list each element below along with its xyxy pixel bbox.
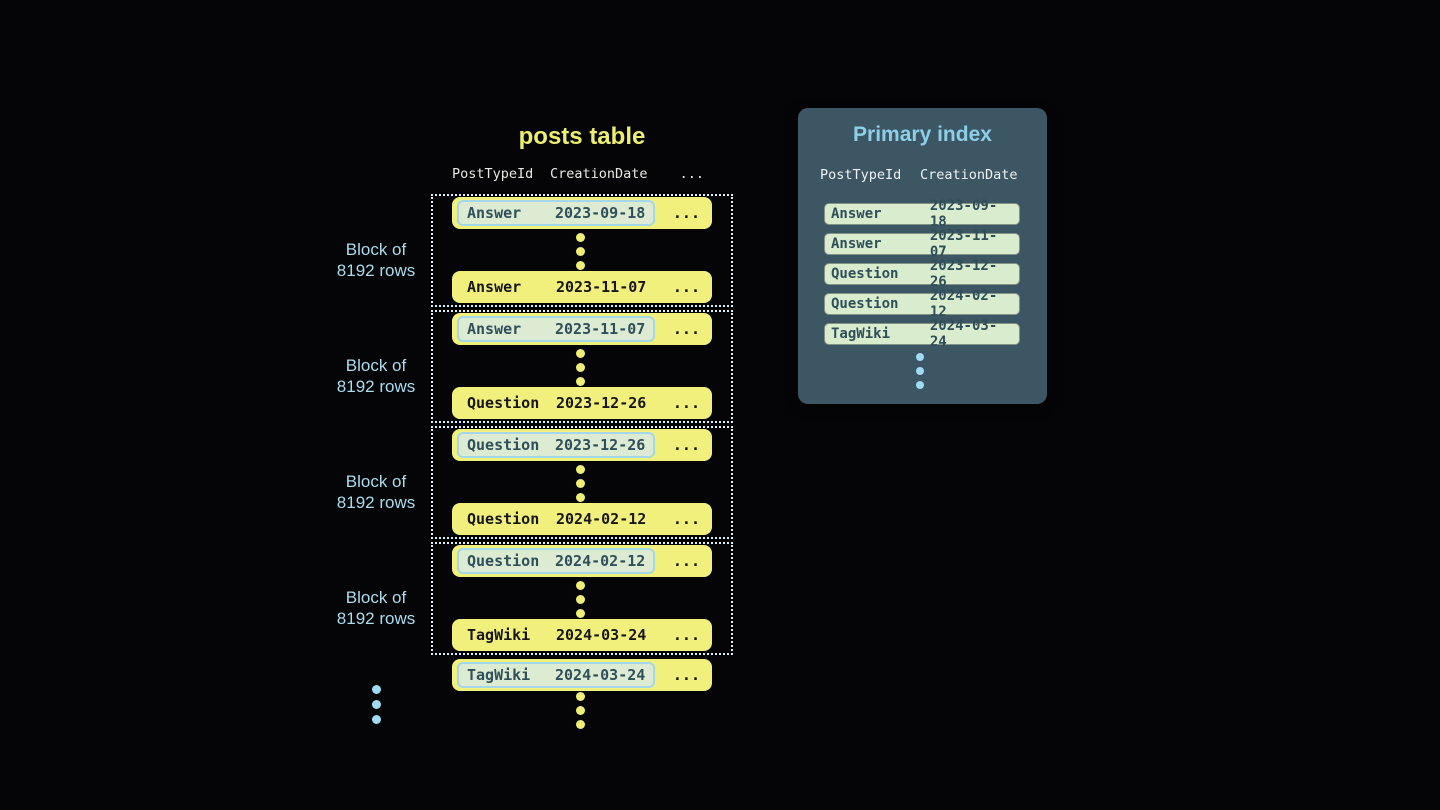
index-entry: Answer 2023-09-18 [824, 198, 1020, 230]
more-columns-ellipsis: ... [672, 666, 700, 684]
table-row: TagWiki 2024-03-24 ... [452, 619, 712, 651]
index-entry: Question 2024-02-12 [824, 288, 1020, 320]
table-row: Question 2024-02-12 ... [452, 503, 712, 535]
cell-creation-date: 2024-02-12 [555, 552, 646, 570]
cell-post-type: TagWiki [831, 326, 891, 342]
block-label-line1: Block of [345, 240, 407, 259]
more-columns-ellipsis: ... [672, 436, 700, 454]
index-entry: TagWiki 2024-03-24 [824, 318, 1020, 350]
cell-post-type: Question [467, 436, 540, 454]
column-header-creationdate: CreationDate [550, 166, 648, 182]
primary-index-title: Primary index [853, 123, 992, 146]
index-entry: Answer 2023-11-07 [824, 228, 1020, 260]
cell-creation-date: 2024-02-12 [556, 510, 647, 528]
more-columns-ellipsis: ... [672, 626, 700, 644]
table-row: Question 2023-12-26 ... [452, 387, 712, 419]
block-label-line1: Block of [345, 588, 407, 607]
block-label-line2: 8192 rows [336, 493, 416, 512]
cell-post-type: Answer [467, 278, 522, 296]
block-label-line1: Block of [345, 356, 407, 375]
hidden-rows-dots [576, 581, 585, 618]
cell-post-type: TagWiki [467, 626, 531, 644]
cell-creation-date: 2023-11-07 [556, 278, 647, 296]
cell-post-type: Question [467, 510, 540, 528]
cell-post-type: Question [831, 296, 899, 312]
hidden-rows-dots [576, 349, 585, 386]
more-entries-dots [916, 353, 924, 389]
block-label-1: Block of 8192 rows [306, 239, 446, 281]
cell-creation-date: 2023-11-07 [555, 320, 646, 338]
column-header-posttypeid: PostTypeId [820, 167, 902, 183]
primary-index-column-header: PostTypeId CreationDate [820, 167, 1020, 183]
more-columns-ellipsis: ... [672, 394, 700, 412]
hidden-rows-dots [576, 233, 585, 270]
cell-post-type: Answer [467, 320, 522, 338]
block-label-2: Block of 8192 rows [306, 355, 446, 397]
cell-post-type: Question [467, 552, 540, 570]
more-rows-dots [576, 692, 585, 729]
indexed-entry-highlight: Answer 2023-11-07 [457, 316, 656, 342]
more-blocks-dots [372, 685, 381, 724]
block-label-line1: Block of [345, 472, 407, 491]
cell-post-type: Question [831, 266, 899, 282]
posts-table-column-header: PostTypeId CreationDate ... [452, 166, 704, 182]
cell-creation-date: 2024-02-12 [929, 288, 998, 320]
block-label-line2: 8192 rows [336, 261, 416, 280]
cell-post-type: Question [467, 394, 540, 412]
posts-table-title: posts table [518, 123, 646, 150]
row-block-3-border [431, 426, 733, 539]
row-block-2-border [431, 310, 733, 423]
cell-creation-date: 2023-11-07 [929, 228, 998, 260]
cell-creation-date: 2023-09-18 [929, 198, 998, 230]
primary-index-panel: Primary index PostTypeId CreationDate An… [798, 108, 1047, 404]
table-row: Question 2023-12-26 ... [452, 429, 712, 461]
cell-post-type: Answer [467, 204, 522, 222]
table-row: Answer 2023-11-07 ... [452, 271, 712, 303]
more-columns-ellipsis: ... [672, 552, 700, 570]
cell-creation-date: 2023-09-18 [555, 204, 646, 222]
column-header-creationdate: CreationDate [920, 167, 1018, 183]
row-block-4-border [431, 542, 733, 655]
indexed-entry-highlight: TagWiki 2024-03-24 [457, 662, 656, 688]
overflow-row: TagWiki 2024-03-24 ... [452, 659, 712, 691]
cell-creation-date: 2024-03-24 [929, 318, 998, 350]
more-columns-ellipsis: ... [672, 278, 700, 296]
more-columns-ellipsis: ... [672, 510, 700, 528]
cell-creation-date: 2023-12-26 [555, 436, 646, 454]
table-row: Question 2024-02-12 ... [452, 545, 712, 577]
block-label-4: Block of 8192 rows [306, 587, 446, 629]
table-row: Answer 2023-11-07 ... [452, 313, 712, 345]
cell-post-type: TagWiki [467, 666, 531, 684]
cell-post-type: Answer [831, 206, 882, 222]
indexed-entry-highlight: Answer 2023-09-18 [457, 200, 656, 226]
indexed-entry-highlight: Question 2024-02-12 [457, 548, 656, 574]
more-columns-ellipsis: ... [672, 320, 700, 338]
cell-post-type: Answer [831, 236, 882, 252]
block-label-line2: 8192 rows [336, 377, 416, 396]
cell-creation-date: 2024-03-24 [556, 626, 647, 644]
block-label-3: Block of 8192 rows [306, 471, 446, 513]
cell-creation-date: 2024-03-24 [555, 666, 646, 684]
index-entry: Question 2023-12-26 [824, 258, 1020, 290]
hidden-rows-dots [576, 465, 585, 502]
table-row: Answer 2023-09-18 ... [452, 197, 712, 229]
row-block-1-border [431, 194, 733, 307]
indexed-entry-highlight: Question 2023-12-26 [457, 432, 656, 458]
block-label-line2: 8192 rows [336, 609, 416, 628]
cell-creation-date: 2023-12-26 [929, 258, 998, 290]
column-header-posttypeid: PostTypeId [452, 166, 534, 182]
more-columns-ellipsis: ... [679, 166, 704, 182]
cell-creation-date: 2023-12-26 [556, 394, 647, 412]
more-columns-ellipsis: ... [672, 204, 700, 222]
